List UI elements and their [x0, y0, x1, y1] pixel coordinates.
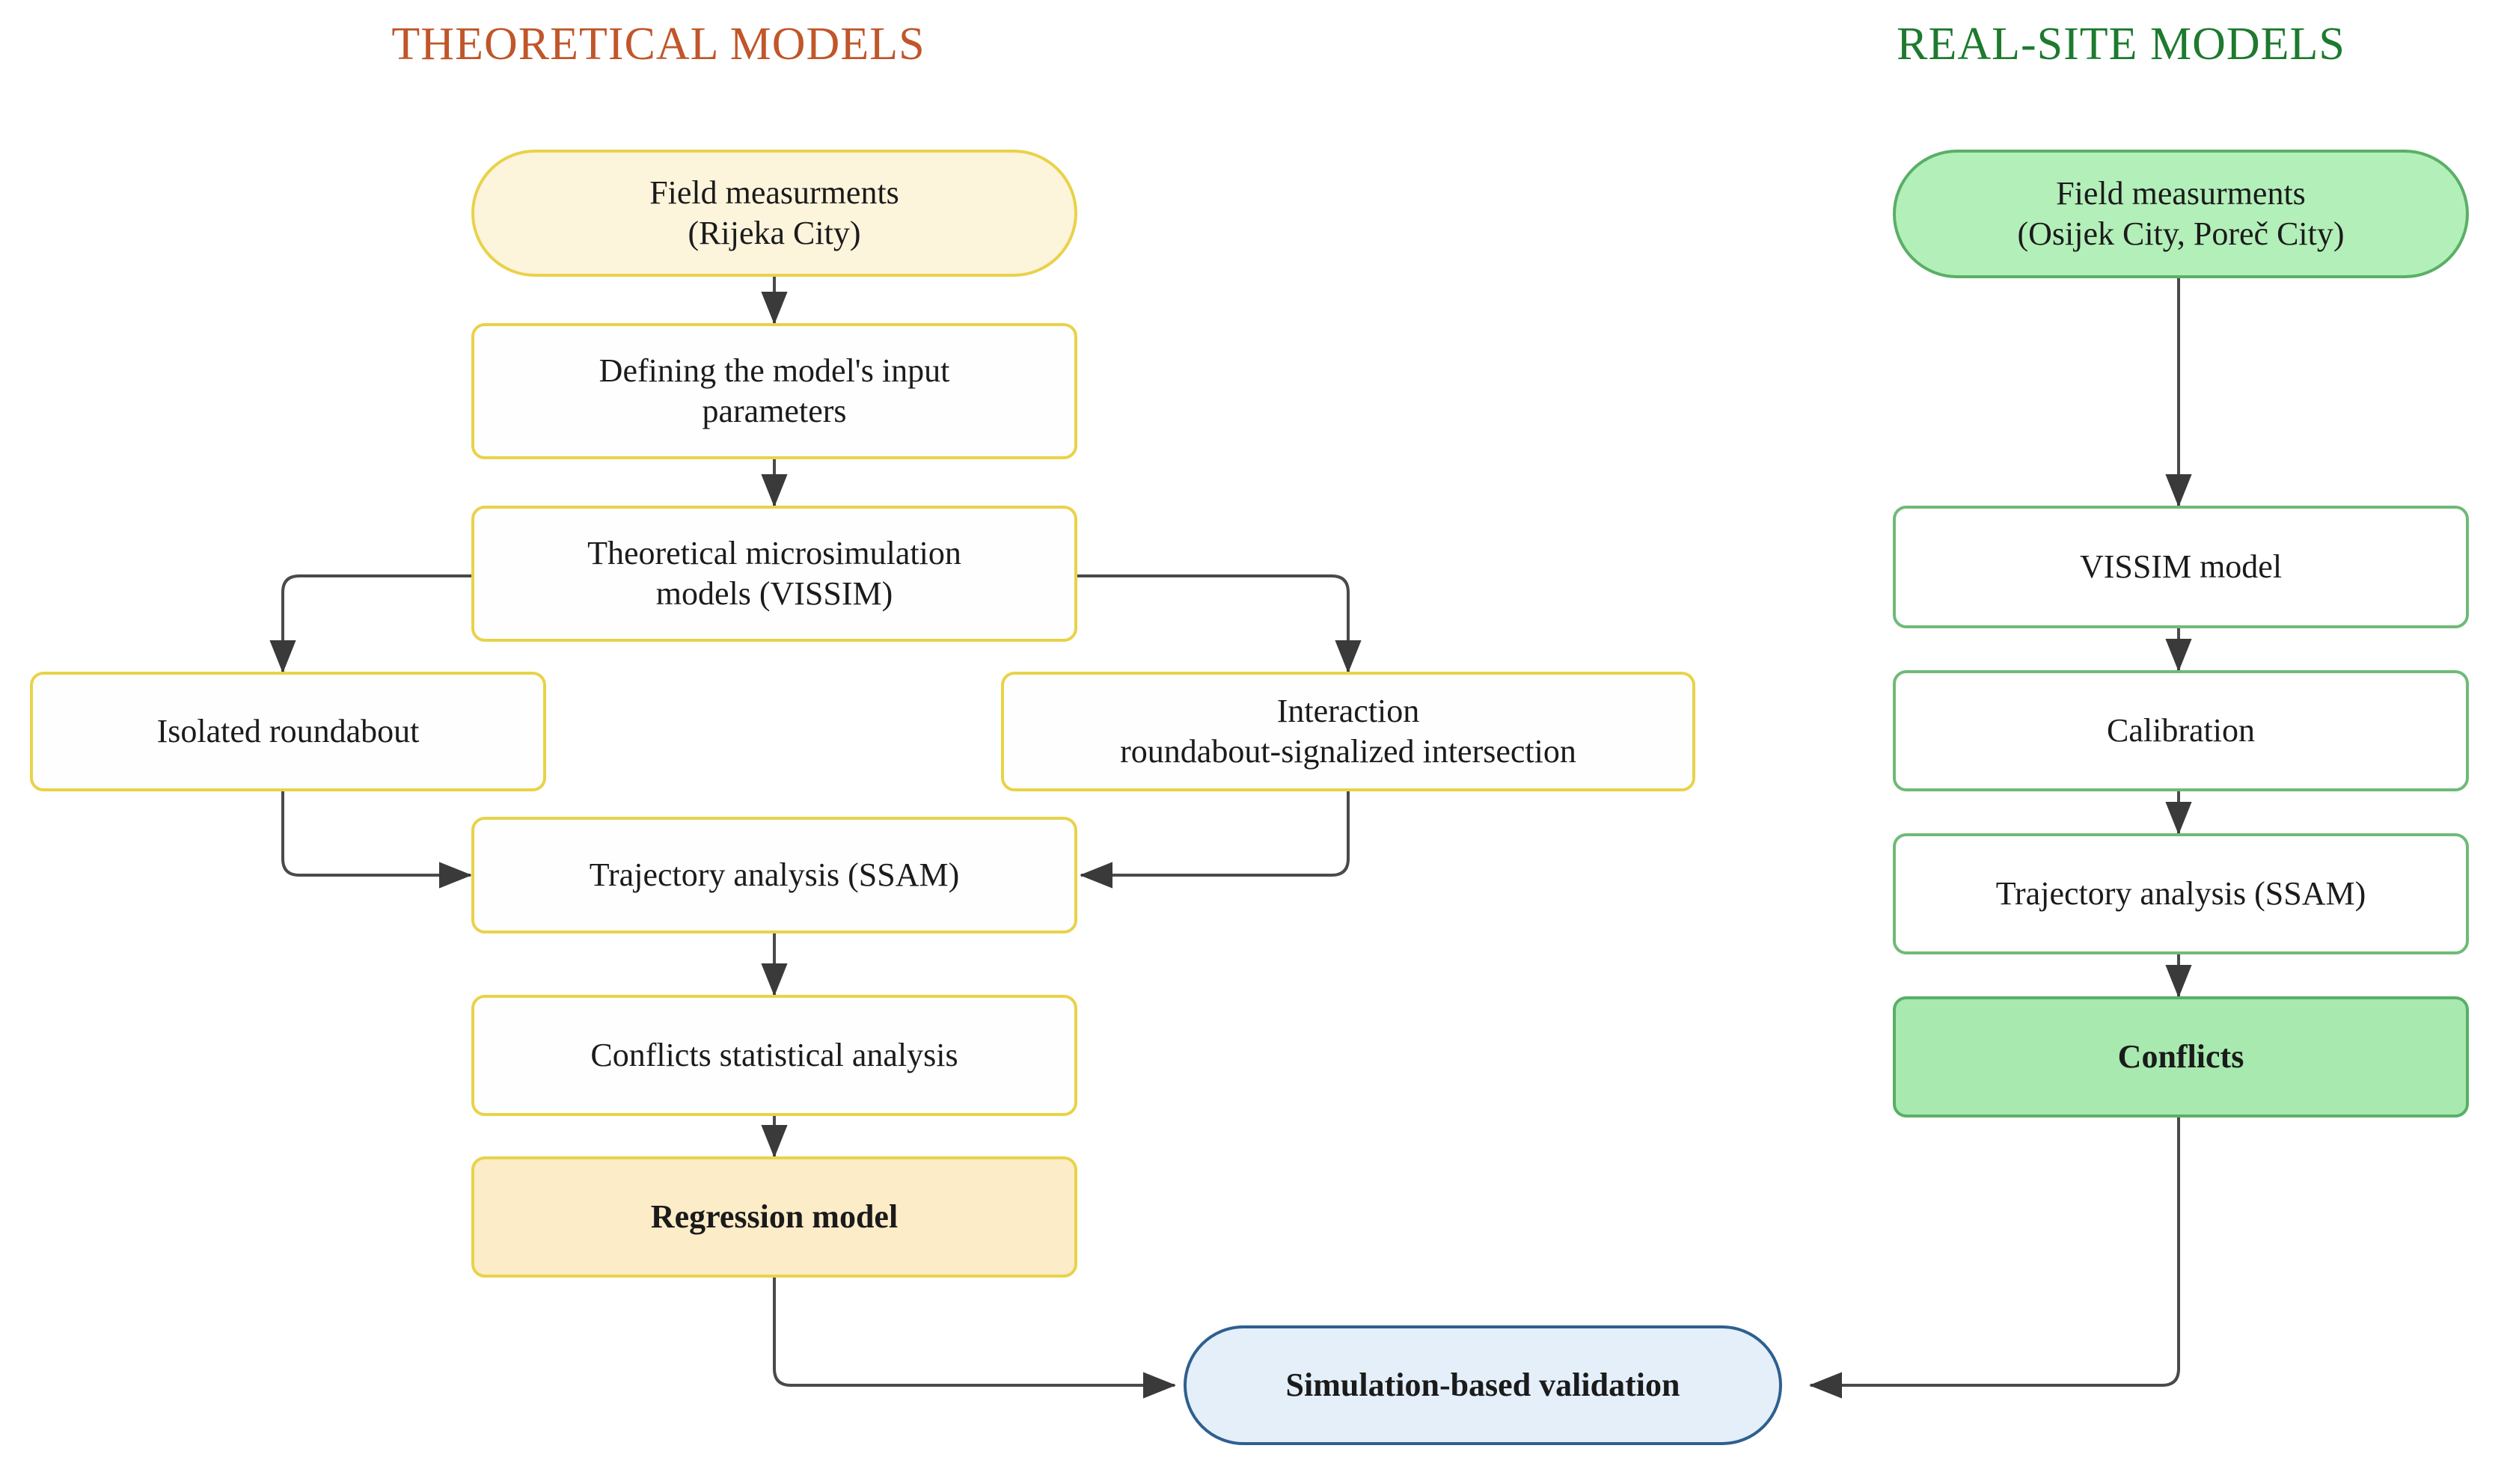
node-conflicts[interactable]: Conflicts [1893, 996, 2469, 1117]
node-line-1: VISSIM model [2079, 548, 2283, 586]
node-line-1: Interaction [1276, 693, 1420, 730]
node-line-1: Trajectory analysis (SSAM) [1995, 875, 2366, 913]
node-line-2: parameters [702, 393, 847, 429]
node-line-1: Conflicts statistical analysis [590, 1037, 958, 1074]
node-line-1: Conflicts [2117, 1038, 2244, 1076]
node-calibration[interactable]: Calibration [1893, 670, 2469, 791]
node-line-1: Field measurments [649, 174, 899, 212]
node-line-1: Simulation-based validation [1285, 1367, 1680, 1404]
node-line-1: Theoretical microsimulation [587, 535, 961, 572]
node-field-measurements-rijeka[interactable]: Field measurments (Rijeka City) [471, 150, 1077, 277]
node-line-1: Defining the model's input [599, 352, 950, 390]
node-conflicts-statistical-analysis[interactable]: Conflicts statistical analysis [471, 995, 1077, 1116]
edge-regression-to-validation [773, 1278, 1176, 1399]
node-simulation-based-validation[interactable]: Simulation-based validation [1184, 1325, 1782, 1445]
edge-micro-to-interaction [1072, 574, 1362, 673]
node-theoretical-microsimulation-models[interactable]: Theoretical microsimulation models (VISS… [471, 506, 1077, 642]
node-regression-model[interactable]: Regression model [471, 1156, 1077, 1278]
edge-isolated-to-trajectory [281, 791, 472, 889]
node-vissim-model[interactable]: VISSIM model [1893, 506, 2469, 628]
edge-interaction-to-trajectory [1080, 791, 1350, 889]
node-defining-input-parameters[interactable]: Defining the model's input parameters [471, 323, 1077, 459]
node-line-2: models (VISSIM) [655, 575, 893, 612]
node-line-1: Trajectory analysis (SSAM) [589, 856, 960, 894]
node-trajectory-analysis-ssam-left[interactable]: Trajectory analysis (SSAM) [471, 817, 1077, 933]
node-line-2: roundabout-signalized intersection [1120, 733, 1576, 770]
column-title-real-site: REAL-SITE MODELS [1897, 19, 2345, 70]
node-line-2: (Rijeka City) [688, 215, 861, 251]
node-line-1: Isolated roundabout [156, 713, 420, 750]
node-isolated-roundabout[interactable]: Isolated roundabout [30, 672, 546, 791]
node-line-1: Calibration [2107, 712, 2255, 749]
node-line-1: Regression model [650, 1198, 899, 1236]
node-interaction-roundabout-signalized[interactable]: Interaction roundabout-signalized inters… [1001, 672, 1695, 791]
edge-micro-to-isolated [269, 574, 477, 673]
edge-conflicts-to-validation [1809, 1117, 2180, 1399]
node-line-1: Field measurments [2056, 175, 2306, 212]
column-title-theoretical: THEORETICAL MODELS [391, 19, 925, 70]
node-field-measurements-osijek-porec[interactable]: Field measurments (Osijek City, Poreč Ci… [1893, 150, 2469, 278]
node-trajectory-analysis-ssam-right[interactable]: Trajectory analysis (SSAM) [1893, 833, 2469, 954]
node-line-2: (Osijek City, Poreč City) [2017, 215, 2345, 252]
